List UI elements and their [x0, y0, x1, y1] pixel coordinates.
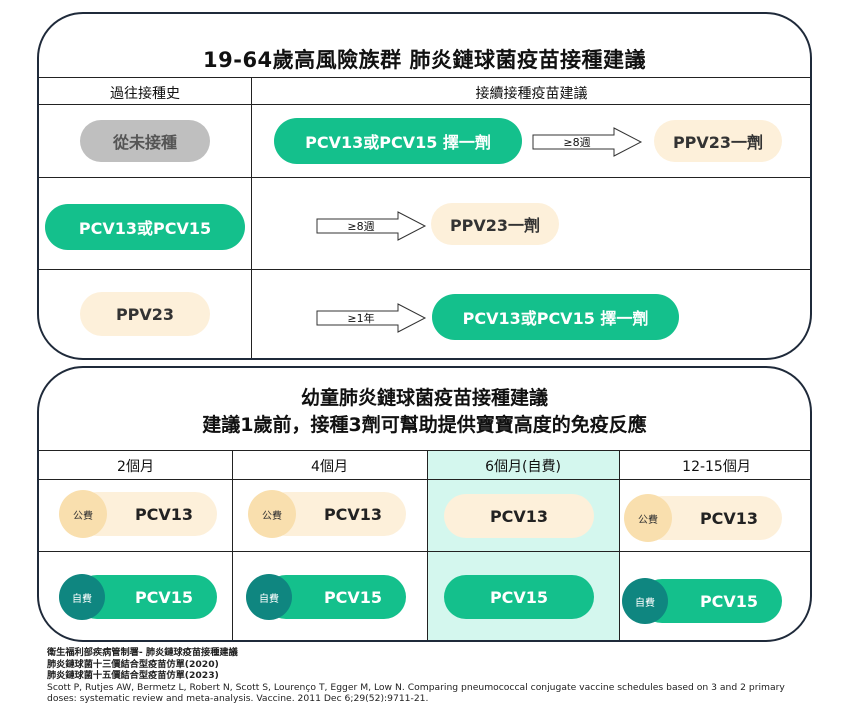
reference-item: 肺炎鏈球菌十五價結合型疫苗仿單(2023) [47, 670, 219, 682]
interval-label: ≥8週 [563, 136, 591, 149]
pcv13-public-12-15-months: PCV13 公費 [624, 494, 782, 542]
child-header-bottom-line [39, 479, 810, 480]
pcv13-6-months: PCV13 [444, 494, 594, 538]
arrow-right-icon [532, 127, 643, 157]
column-header-history: 過往接種史 [110, 86, 180, 102]
next-dose-pcv13-or-pcv15: PCV13或PCV15 擇一劑 [432, 294, 679, 340]
public-funded-badge: 公費 [248, 490, 296, 538]
column-divider [251, 77, 252, 358]
column-header-6-months: 6個月(自費) [485, 459, 561, 475]
history-never-vaccinated: 從未接種 [80, 120, 210, 162]
self-paid-badge: 自費 [59, 574, 105, 620]
interval-label: ≥8週 [347, 220, 375, 233]
public-funded-badge: 公費 [624, 494, 672, 542]
child-row-divider [39, 551, 810, 552]
pcv13-public-4-months: PCV13 公費 [248, 490, 406, 538]
self-paid-badge: 自費 [622, 578, 668, 624]
column-header-12-15-months: 12-15個月 [682, 459, 751, 475]
pcv15-self-paid-2-months: PCV15 自費 [59, 574, 217, 620]
header-top-line [39, 77, 810, 78]
row1-divider [39, 177, 810, 178]
pcv15-6-months: PCV15 [444, 575, 594, 619]
pcv13-public-2-months: PCV13 公費 [59, 490, 217, 538]
reference-item: Scott P, Rutjes AW, Bermetz L, Robert N,… [47, 681, 785, 693]
interval-label: ≥1年 [347, 312, 375, 325]
pcv15-self-paid-4-months: PCV15 自費 [246, 574, 406, 620]
child-title-line2: 建議1歲前，接種3劑可幫助提供寶寶高度的免疫反應 [202, 414, 647, 436]
child-column-divider [619, 450, 620, 640]
column-header-4-months: 4個月 [311, 459, 348, 475]
reference-item: 肺炎鏈球菌十三價結合型疫苗仿單(2020) [47, 658, 219, 670]
reference-item: doses: systematic review and meta-analys… [47, 693, 429, 705]
arrow-right-icon [316, 211, 427, 241]
column-header-2-months: 2個月 [117, 459, 154, 475]
next-dose-ppv23: PPV23一劑 [431, 203, 559, 245]
self-paid-badge: 自費 [246, 574, 292, 620]
adult-recommendation-card: 19-64歲高風險族群 肺炎鏈球菌疫苗接種建議 過往接種史 接續接種疫苗建議 從… [37, 12, 812, 360]
public-funded-badge: 公費 [59, 490, 107, 538]
child-column-divider [232, 450, 233, 640]
second-dose-ppv23: PPV23一劑 [654, 120, 782, 162]
pcv15-self-paid-12-15-months: PCV15 自費 [622, 578, 782, 624]
history-ppv23: PPV23 [80, 292, 210, 336]
adult-title: 19-64歲高風險族群 肺炎鏈球菌疫苗接種建議 [203, 48, 646, 72]
child-recommendation-card: 幼童肺炎鏈球菌疫苗接種建議 建議1歲前，接種3劑可幫助提供寶寶高度的免疫反應 2… [37, 366, 812, 642]
arrow-right-icon [316, 303, 427, 333]
child-column-divider [427, 450, 428, 640]
child-header-top-line [39, 450, 810, 451]
column-header-followup: 接續接種疫苗建議 [475, 86, 588, 102]
history-pcv13-or-pcv15: PCV13或PCV15 [45, 204, 245, 250]
row2-divider [39, 269, 810, 270]
header-bottom-line [39, 104, 810, 105]
child-title-line1: 幼童肺炎鏈球菌疫苗接種建議 [300, 387, 548, 409]
references: 衛生福利部疾病管制署- 肺炎鏈球疫苗接種建議 肺炎鏈球菌十三價結合型疫苗仿單(2… [47, 647, 817, 705]
reference-item: 衛生福利部疾病管制署- 肺炎鏈球疫苗接種建議 [47, 647, 238, 658]
first-dose-pcv13-or-pcv15: PCV13或PCV15 擇一劑 [274, 118, 522, 164]
